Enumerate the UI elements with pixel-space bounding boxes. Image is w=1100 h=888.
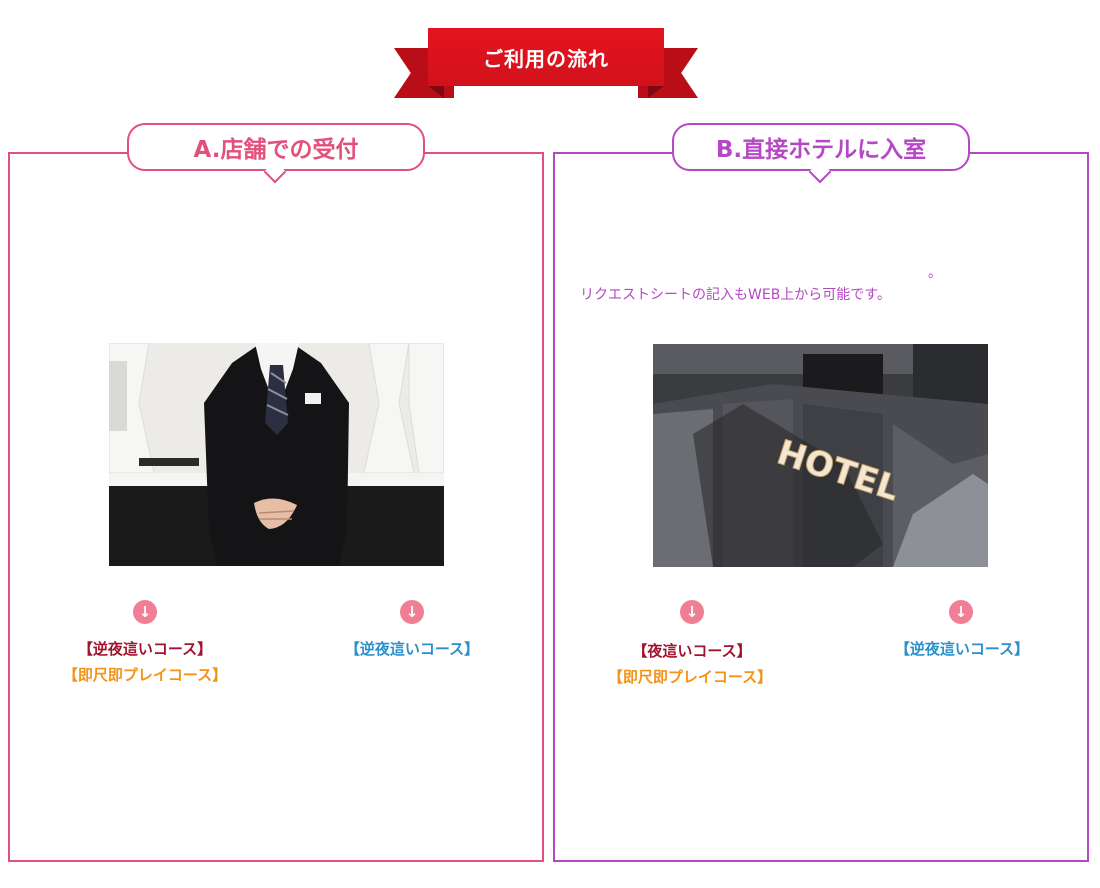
section-banner: ご利用の流れ xyxy=(392,28,700,102)
panel-a-right-arrow-icon: ↓ xyxy=(400,600,424,624)
panel-a-left-course-2: 【即尺即プレイコース】 xyxy=(62,666,228,684)
panel-b-right-course-1: 【逆夜這いコース】 xyxy=(894,640,1030,658)
panel-b-description-line2: リクエストシートの記入もWEB上から可能です。 xyxy=(580,287,891,303)
panel-a-right-course-1: 【逆夜這いコース】 xyxy=(344,640,480,658)
panel-b-left-course-1: 【夜這いコース】 xyxy=(632,642,752,660)
reception-staff-photo xyxy=(109,343,444,566)
panel-a-left-course-1: 【逆夜這いコース】 xyxy=(77,640,213,658)
panel-b-description: 。 リクエストシートの記入もWEB上から可能です。 xyxy=(580,262,960,306)
panel-b-left-course-2: 【即尺即プレイコース】 xyxy=(607,668,773,686)
banner-title: ご利用の流れ xyxy=(428,28,664,86)
panel-b-left-arrow-icon: ↓ xyxy=(680,600,704,624)
panel-b-description-line1: 。 xyxy=(928,265,942,281)
panel-a-left-arrow-icon: ↓ xyxy=(133,600,157,624)
panel-b-right-arrow-icon: ↓ xyxy=(949,600,973,624)
hotel-exterior-photo: HOTEL xyxy=(653,344,988,567)
